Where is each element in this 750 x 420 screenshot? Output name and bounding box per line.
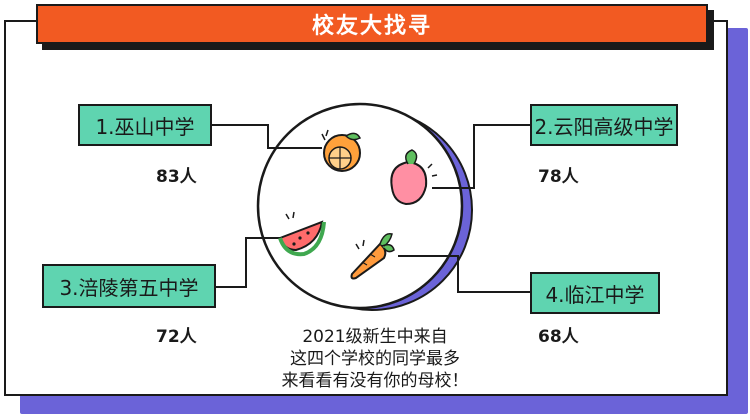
school-box-2: 2.云阳高级中学: [530, 104, 678, 146]
connector-1: [212, 124, 322, 149]
school-count-1: 83人: [156, 167, 197, 187]
center-circle: [256, 102, 464, 310]
caption-line-3: 来看看有没有你的母校！: [281, 371, 469, 391]
watermelon-icon: [278, 211, 326, 257]
orange-icon: [321, 129, 362, 172]
connector-3: [216, 237, 290, 288]
carrot-icon: [350, 232, 395, 280]
peach-icon: [390, 149, 438, 206]
connector-4: [398, 255, 530, 293]
school-count-2: 78人: [538, 167, 579, 187]
connector-2: [432, 124, 530, 189]
title-bar: 校友大找寻: [36, 4, 708, 44]
school-box-1: 1.巫山中学: [78, 104, 212, 146]
caption-line-1: 2021级新生中来自: [302, 327, 448, 347]
school-label-3: 3.涪陵第五中学: [59, 275, 199, 300]
caption-text: 2021级新生中来自 这四个学校的同学最多 来看看有没有你的母校！: [268, 326, 482, 392]
school-label-1: 1.巫山中学: [95, 114, 195, 139]
school-label-4: 4.临江中学: [545, 282, 645, 307]
school-box-4: 4.临江中学: [530, 272, 660, 314]
school-count-3: 72人: [156, 327, 197, 347]
school-count-4: 68人: [538, 327, 579, 347]
page-title: 校友大找寻: [311, 14, 432, 39]
school-box-3: 3.涪陵第五中学: [42, 264, 216, 308]
caption-line-2: 这四个学校的同学最多: [290, 349, 460, 369]
school-label-2: 2.云阳高级中学: [534, 114, 674, 139]
